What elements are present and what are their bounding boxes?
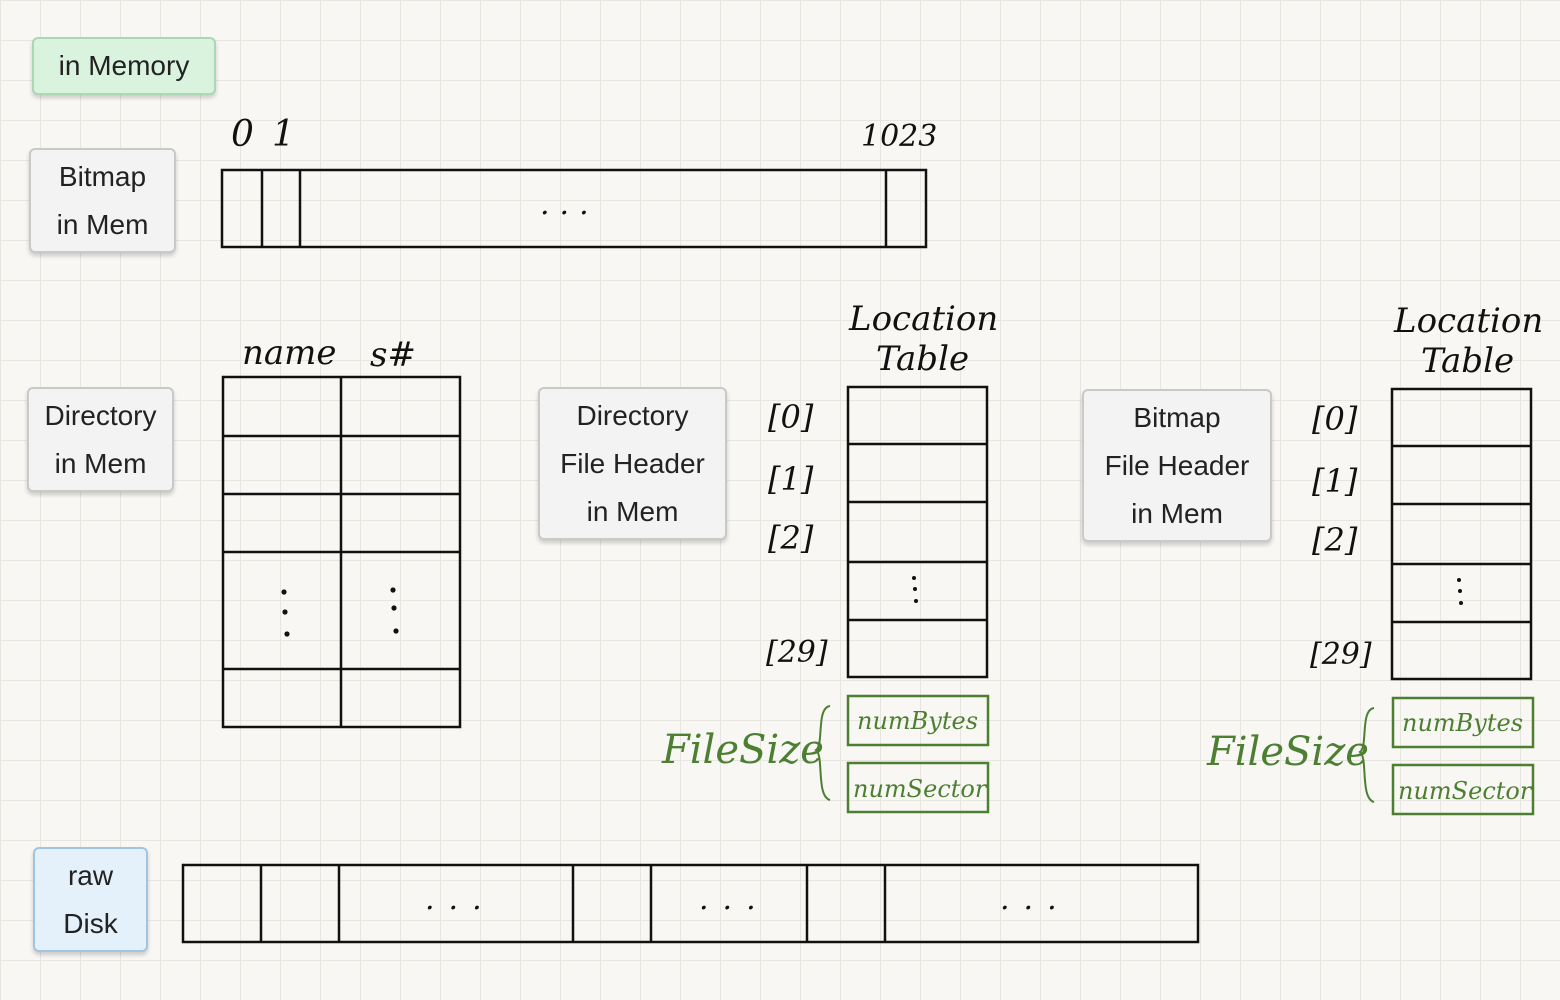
- dir-location-title-1: Location: [848, 299, 998, 339]
- ellipsis-dot: [912, 576, 916, 580]
- directory-col-name: name: [242, 333, 337, 373]
- ellipsis-dot: [281, 589, 287, 595]
- dir-location-table-outline: [846, 385, 989, 679]
- bitmap-in-mem-line2: in Mem: [56, 208, 149, 240]
- bitmap-in-mem-line1: Bitmap: [58, 160, 147, 192]
- dir-numsector-box: [846, 761, 990, 814]
- directory-file-header-line2: File Header: [560, 447, 705, 479]
- directory-file-header-label: Directory File Header in Mem: [538, 387, 727, 540]
- bmp-location-index-29: [29]: [1310, 637, 1372, 672]
- ellipsis-dot: [1457, 578, 1461, 582]
- disk-ellipsis-1: ...: [425, 882, 496, 917]
- bmp-location-index-0: [0]: [1312, 400, 1358, 438]
- in-memory-label: in Memory: [32, 37, 216, 95]
- bitmap-file-header-line2: File Header: [1104, 449, 1250, 481]
- raw-disk-line1: raw: [67, 859, 114, 891]
- dir-numsector-text: numSector: [853, 775, 988, 803]
- disk-ellipsis-2: ...: [699, 882, 770, 917]
- dir-filesize-label: FileSize: [661, 727, 824, 773]
- bitmap-in-mem-label: Bitmap in Mem: [29, 148, 176, 253]
- dir-numbytes-box: [846, 694, 990, 747]
- bmp-location-table-outline: [1390, 387, 1533, 681]
- dir-location-vertical-ellipsis: [912, 576, 918, 603]
- dir-location-title-2: Table: [876, 339, 969, 379]
- bmp-numbytes-text: numBytes: [1402, 709, 1523, 737]
- dir-filesize-brace: [814, 705, 831, 801]
- directory-in-mem-line1: Directory: [44, 399, 157, 431]
- bitmap-array: [220, 168, 928, 249]
- directory-vertical-ellipsis: [281, 587, 399, 637]
- dir-location-index-0: [0]: [768, 398, 814, 436]
- directory-in-mem-label: Directory in Mem: [27, 387, 174, 492]
- ellipsis-dot: [1459, 601, 1463, 605]
- bmp-location-title-2: Table: [1421, 341, 1514, 381]
- directory-file-header-line1: Directory: [576, 399, 689, 431]
- ellipsis-dot: [913, 587, 917, 591]
- ellipsis-dot: [390, 587, 396, 593]
- bmp-filesize-label: FileSize: [1206, 729, 1369, 775]
- ellipsis-dot: [282, 609, 288, 615]
- bitmap-ellipsis: ...: [540, 187, 599, 222]
- raw-disk-label: raw Disk: [33, 847, 148, 952]
- in-memory-text: in Memory: [58, 50, 190, 81]
- bmp-numbytes-box: [1391, 696, 1535, 749]
- directory-in-mem-line2: in Mem: [54, 447, 147, 479]
- directory-col-sector: s#: [370, 335, 416, 375]
- ellipsis-dot: [1458, 589, 1462, 593]
- bitmap-index-1023: 1023: [861, 119, 937, 154]
- ellipsis-dot: [284, 631, 290, 637]
- raw-disk-array: [181, 863, 1200, 944]
- bitmap-index-1: 1: [272, 114, 295, 155]
- bmp-numsector-text: numSector: [1398, 777, 1533, 805]
- dir-location-index-2: [2]: [768, 519, 814, 557]
- bitmap-index-0: 0: [231, 114, 254, 155]
- bmp-location-title-1: Location: [1393, 301, 1543, 341]
- bitmap-array-outline: [220, 168, 928, 249]
- directory-file-header-line3: in Mem: [586, 495, 679, 527]
- bmp-location-index-2: [2]: [1312, 521, 1358, 559]
- bmp-numsector-box: [1391, 763, 1535, 816]
- dir-location-index-1: [1]: [768, 460, 814, 498]
- ellipsis-dot: [393, 628, 399, 634]
- dir-location-index-29: [29]: [766, 635, 828, 670]
- raw-disk-array-outline: [181, 863, 1200, 944]
- directory-table: [221, 375, 462, 729]
- dir-location-table: [846, 385, 989, 679]
- bmp-location-vertical-ellipsis: [1457, 578, 1463, 605]
- bitmap-file-header-label: Bitmap File Header in Mem: [1082, 389, 1272, 542]
- disk-ellipsis-3: ...: [1000, 882, 1071, 917]
- ellipsis-dot: [914, 599, 918, 603]
- raw-disk-line2: Disk: [63, 907, 118, 939]
- dir-numbytes-text: numBytes: [857, 707, 978, 735]
- ellipsis-dot: [391, 605, 397, 611]
- bitmap-file-header-line1: Bitmap: [1133, 401, 1221, 433]
- bitmap-file-header-line3: in Mem: [1131, 497, 1223, 529]
- bmp-filesize-brace: [1358, 707, 1375, 803]
- bmp-location-index-1: [1]: [1312, 462, 1358, 500]
- bmp-location-table: [1390, 387, 1533, 681]
